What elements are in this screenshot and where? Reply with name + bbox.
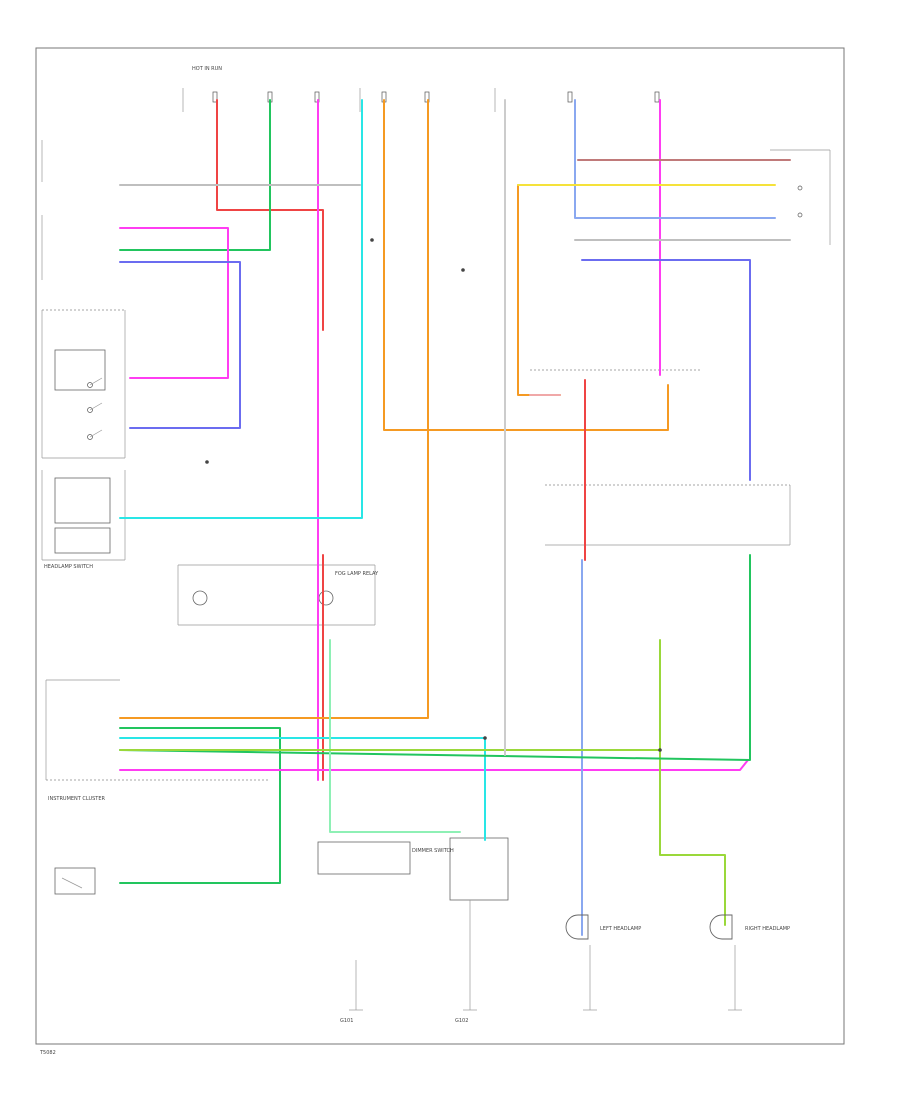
top-fuse-label: HOT IN RUN bbox=[192, 66, 222, 72]
fuse-block-top: HOT IN RUN bbox=[182, 66, 660, 112]
junction-dot-icon bbox=[370, 238, 374, 242]
dimmer-switch: DIMMER SWITCH bbox=[317, 837, 509, 901]
lamp-bulb-icon bbox=[565, 914, 589, 940]
left-headlamp: LEFT HEADLAMP bbox=[565, 914, 641, 940]
wire-green bbox=[119, 99, 271, 251]
instrument-cluster: INSTRUMENT CLUSTER bbox=[45, 679, 270, 802]
wire-violet-right bbox=[581, 259, 751, 481]
switch-contact-icon bbox=[54, 867, 96, 895]
wire-green-lower bbox=[119, 727, 281, 884]
instrument-cluster-label: INSTRUMENT CLUSTER bbox=[48, 796, 106, 802]
junction-dot-icon bbox=[658, 748, 662, 752]
wire-cyan bbox=[119, 99, 363, 519]
ground-right-label: G102 bbox=[455, 1018, 468, 1024]
wire-pink-left bbox=[119, 227, 229, 379]
diagram-frame bbox=[35, 47, 845, 1045]
right-headlamp: RIGHT HEADLAMP bbox=[709, 914, 790, 940]
ground-symbol-icon bbox=[583, 945, 597, 1011]
wire-blue-top bbox=[574, 99, 776, 219]
headlamp-switch-label: HEADLAMP SWITCH bbox=[44, 564, 93, 570]
wire-orange-right bbox=[517, 184, 561, 396]
ground-symbol-icon: G101 bbox=[340, 960, 363, 1024]
wire-orange-loop bbox=[383, 99, 669, 431]
footer-code: T5082 bbox=[39, 1050, 56, 1056]
ground-symbol-icon bbox=[728, 945, 742, 1011]
ground-left-label: G101 bbox=[340, 1018, 353, 1024]
junction-dot-icon bbox=[483, 736, 487, 740]
left-headlamp-label: LEFT HEADLAMP bbox=[600, 926, 641, 932]
switch-contact-icon bbox=[87, 377, 103, 440]
wire-violet-left bbox=[119, 261, 241, 429]
right-headlamp-label: RIGHT HEADLAMP bbox=[745, 926, 790, 932]
ground-symbol-icon: G102 bbox=[455, 900, 477, 1024]
wire-pink-cluster bbox=[119, 759, 749, 771]
junction-dot-icon bbox=[205, 460, 209, 464]
headlamp-switch-module: HEADLAMP SWITCH bbox=[41, 140, 126, 570]
wire-green-right bbox=[119, 554, 751, 761]
wire-lime bbox=[659, 639, 726, 926]
fog-lamp-relay-label: FOG LAMP RELAY bbox=[335, 571, 379, 577]
dimmer-switch-label: DIMMER SWITCH bbox=[412, 848, 454, 854]
wire-orange bbox=[119, 99, 429, 719]
fog-lamp-relay: FOG LAMP RELAY bbox=[177, 564, 379, 626]
wire-mint bbox=[329, 639, 461, 833]
lamp-bulb-icon bbox=[709, 914, 733, 940]
junction-dot-icon bbox=[461, 268, 465, 272]
